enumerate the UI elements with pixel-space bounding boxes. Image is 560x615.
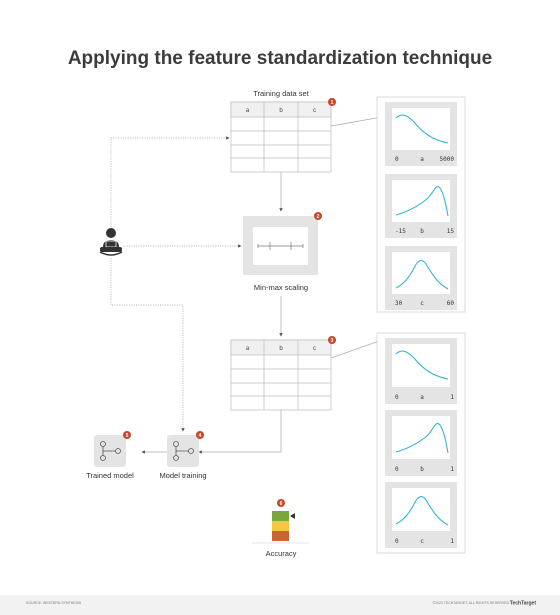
chart-a-scaled-min: 0 — [395, 394, 399, 401]
person-laptop-icon — [99, 228, 123, 256]
chart-a-raw: 0 a 5000 — [385, 102, 457, 166]
page-footer: SOURCE: WESTERN SYNTHESIS ©2023 TECHTARG… — [0, 595, 560, 610]
chart-b-scaled-min: 0 — [395, 466, 399, 473]
table2-header-b: b — [279, 346, 283, 352]
footer-source: SOURCE: WESTERN SYNTHESIS — [26, 601, 82, 605]
table2-header-c: c — [313, 346, 316, 352]
step-badge-6: 6 — [277, 499, 285, 507]
svg-text:2: 2 — [317, 214, 320, 220]
chart-c-scaled-min: 0 — [395, 538, 399, 545]
chart-a-scaled: 0 a 1 — [385, 338, 457, 404]
page-title: Applying the feature standardization tec… — [68, 48, 492, 69]
model-training-label: Model training — [159, 471, 206, 480]
svg-text:1: 1 — [331, 100, 334, 106]
chart-b-raw-max: 15 — [447, 228, 455, 235]
chart-c-raw-var: c — [420, 300, 424, 307]
step-badge-1: 1 — [328, 98, 336, 106]
trained-model-node — [94, 435, 126, 467]
chart-c-raw-min: 30 — [395, 300, 403, 307]
step-badge-2: 2 — [314, 212, 322, 220]
scaled-data-table: a b c — [230, 339, 332, 411]
chart-panel-top: 0 a 5000 -15 b 15 30 c 60 — [376, 96, 466, 313]
step-badge-4: 4 — [196, 431, 204, 439]
chart-b-scaled-max: 1 — [450, 466, 454, 473]
svg-text:6: 6 — [280, 501, 283, 507]
table1-header-c: c — [313, 108, 316, 114]
chart-a-scaled-var: a — [420, 394, 424, 401]
chart-c-scaled: 0 c 1 — [385, 482, 457, 548]
footer-copyright: ©2023 TECHTARGET. ALL RIGHTS RESERVED. — [432, 601, 510, 605]
minmax-scaling-box — [243, 216, 318, 275]
chart-b-raw-var: b — [420, 228, 424, 235]
diagram-canvas: Applying the feature standardization tec… — [68, 48, 492, 558]
training-data-table: a b c — [230, 101, 332, 173]
brand-logo: TechTarget — [510, 601, 537, 607]
table1-header-a: a — [246, 108, 250, 114]
chart-a-raw-max: 5000 — [440, 156, 455, 163]
chart-b-scaled: 0 b 1 — [385, 410, 457, 476]
table1-header-b: b — [279, 108, 283, 114]
svg-text:3: 3 — [331, 338, 334, 344]
trained-model-label: Trained model — [86, 471, 134, 480]
chart-b-scaled-var: b — [420, 466, 424, 473]
chart-c-scaled-var: c — [420, 538, 424, 545]
chart-c-raw-max: 60 — [447, 300, 455, 307]
svg-text:4: 4 — [199, 433, 202, 439]
chart-c-raw: 30 c 60 — [385, 246, 457, 310]
accuracy-label: Accuracy — [266, 549, 297, 558]
infographic-card: Applying the feature standardization tec… — [0, 0, 560, 595]
training-data-label: Training data set — [253, 89, 310, 98]
chart-c-scaled-max: 1 — [450, 538, 454, 545]
svg-text:5: 5 — [126, 433, 129, 439]
minmax-scaling-label: Min-max scaling — [254, 283, 308, 292]
table2-header-a: a — [246, 346, 250, 352]
step-badge-5: 5 — [123, 431, 131, 439]
chart-b-raw: -15 b 15 — [385, 174, 457, 238]
chart-a-raw-min: 0 — [395, 156, 399, 163]
chart-b-raw-min: -15 — [395, 228, 406, 235]
chart-panel-bottom: 0 a 1 0 b 1 0 c 1 — [376, 332, 466, 554]
network-icon-training — [173, 441, 194, 461]
chart-a-scaled-max: 1 — [450, 394, 454, 401]
chart-a-raw-var: a — [420, 156, 424, 163]
accuracy-meter — [252, 511, 309, 544]
flow-connectors — [110, 116, 383, 454]
model-training-node — [167, 435, 199, 467]
step-badge-3: 3 — [328, 336, 336, 344]
network-icon — [100, 441, 121, 461]
